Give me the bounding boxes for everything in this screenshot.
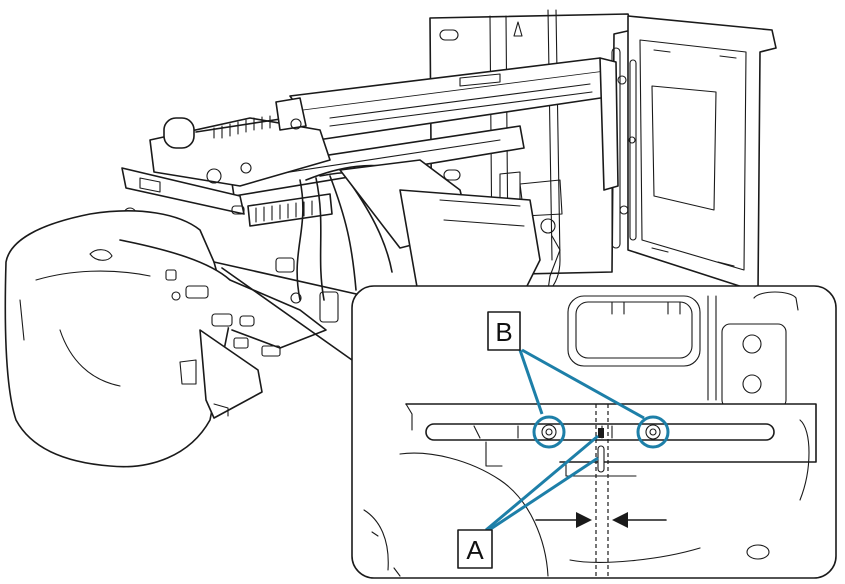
callout-a-label: A [466,535,484,565]
slide-arm [229,57,619,197]
callout-a-box [457,529,493,569]
callout-b-label: B [495,317,512,347]
adjuster-assembly [121,97,333,253]
projector-body [4,159,541,468]
callout-b: B [487,311,670,449]
zoom-callout [213,261,837,579]
callout-a: A [457,434,599,569]
callout-b-box [487,311,521,351]
